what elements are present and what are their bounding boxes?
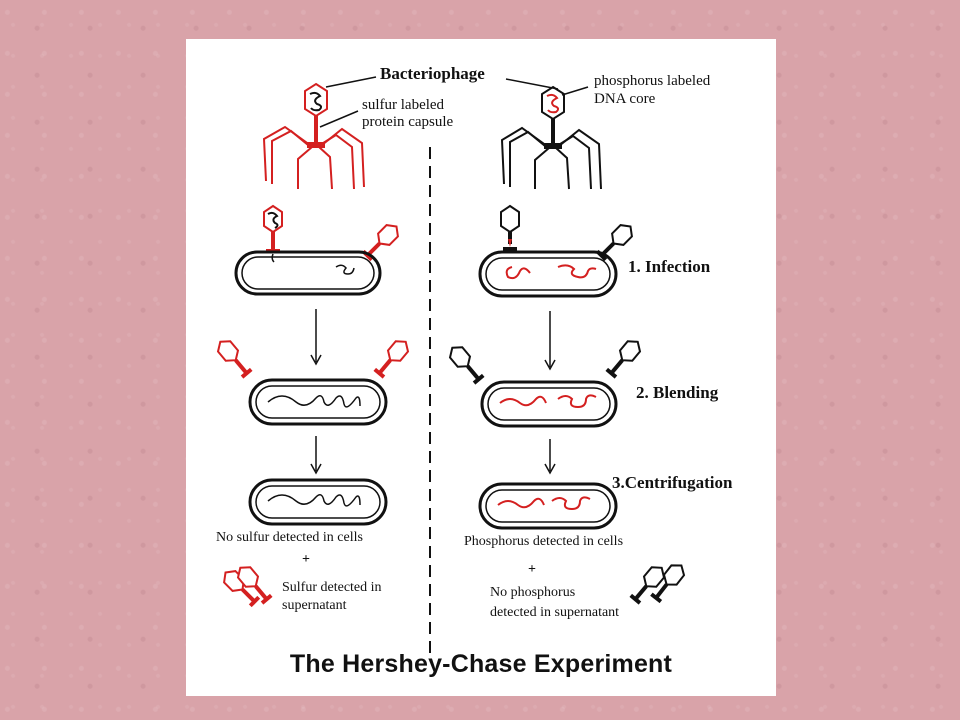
left-centrifuge-cell bbox=[248, 478, 388, 526]
bacteriophage-pointer bbox=[505, 78, 559, 90]
phosphorus-pointer bbox=[561, 86, 589, 96]
step-centrifugation-label: 3.Centrifugation bbox=[612, 473, 733, 492]
left-supernatant-line2: supernatant bbox=[282, 598, 347, 613]
bacteriophage-label: Bacteriophage bbox=[380, 64, 485, 83]
left-blending-phages bbox=[216, 340, 410, 379]
right-plus-sign: + bbox=[528, 562, 536, 577]
sulfur-phage-icon bbox=[262, 82, 365, 190]
left-plus-sign: + bbox=[302, 552, 310, 567]
diagram-title: The Hershey-Chase Experiment bbox=[289, 650, 673, 678]
right-supernatant-line2: detected in supernatant bbox=[490, 605, 620, 620]
left-blending-cell bbox=[248, 378, 388, 426]
diagram-panel: Bacteriophage sulfur labeled protein cap… bbox=[186, 39, 776, 696]
right-cells-result: Phosphorus detected in cells bbox=[464, 534, 624, 549]
left-supernatant-phages bbox=[223, 566, 273, 608]
right-supernatant-phages bbox=[629, 564, 686, 605]
phosphorus-phage-icon bbox=[500, 85, 602, 190]
left-infection-cell bbox=[234, 250, 382, 296]
sulfur-label-line2: protein capsule bbox=[362, 114, 454, 130]
right-centrifuge-cell bbox=[478, 482, 618, 530]
phosphorus-label-line1: phosphorus labeled bbox=[594, 73, 711, 89]
right-infection-cell bbox=[478, 250, 618, 298]
left-cells-result: No sulfur detected in cells bbox=[216, 530, 363, 545]
left-supernatant-line1: Sulfur detected in bbox=[282, 580, 382, 595]
sulfur-label-line1: sulfur labeled bbox=[362, 97, 445, 113]
diagram-drawing bbox=[216, 76, 686, 654]
step-infection-label: 1. Infection bbox=[628, 257, 711, 276]
left-infection-phages bbox=[263, 204, 399, 262]
bacteriophage-pointer bbox=[325, 76, 377, 88]
right-blending-cell bbox=[480, 380, 618, 428]
phosphorus-label-line2: DNA core bbox=[594, 91, 656, 107]
right-supernatant-line1: No phosphorus bbox=[490, 585, 576, 600]
sulfur-pointer bbox=[319, 110, 359, 128]
step-blending-label: 2. Blending bbox=[636, 383, 719, 402]
right-blending-phages bbox=[448, 340, 642, 385]
right-infection-phages bbox=[500, 204, 633, 262]
